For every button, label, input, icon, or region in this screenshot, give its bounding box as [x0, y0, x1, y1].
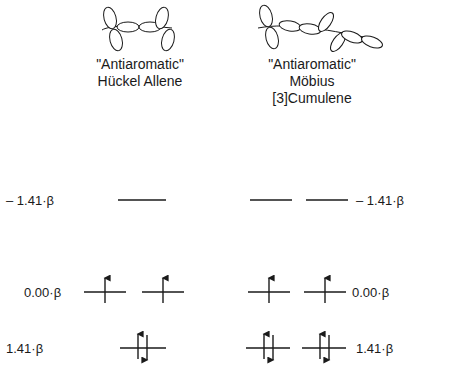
energy-label: 1.41·β [6, 341, 43, 356]
energy-label: – 1.41·β [356, 193, 404, 208]
energy-levels [84, 200, 348, 348]
energy-label: 0.00·β [24, 285, 61, 300]
molecule-title: "Antiaromatic" Möbius [3]Cumulene [257, 56, 367, 107]
huckel-orbitals [101, 6, 176, 52]
energy-label: – 1.41·β [6, 193, 54, 208]
energy-label: 1.41·β [356, 341, 393, 356]
mobius-orbitals [257, 4, 384, 54]
energy-label: 0.00·β [352, 285, 389, 300]
electron-arrows [105, 278, 329, 360]
molecule-title: "Antiaromatic" Hückel Allene [84, 56, 196, 90]
